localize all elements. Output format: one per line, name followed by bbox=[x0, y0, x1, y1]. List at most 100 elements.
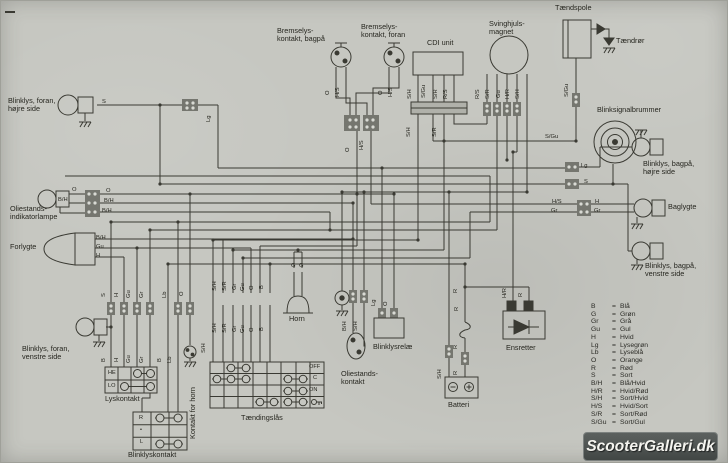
label-svinghjulsmagnet: Svinghjuls- magnet bbox=[489, 19, 525, 36]
label-blinklys-bagpaa-hojre: Blinklys, bagpå, højre side bbox=[643, 159, 695, 176]
legend-code: S bbox=[591, 372, 596, 380]
wire-label: H/S bbox=[335, 87, 341, 97]
legend-code: Lg bbox=[591, 341, 599, 349]
ring-terminal-icon bbox=[183, 345, 197, 359]
wire-label: Lg bbox=[206, 115, 212, 122]
legend-color-name: Orange bbox=[620, 356, 643, 364]
legend-color-name: Hvid bbox=[620, 333, 634, 341]
legend-entry: O = Orange bbox=[591, 357, 648, 365]
wire-label: B/H bbox=[104, 198, 114, 204]
legend-separator: = bbox=[612, 380, 616, 388]
legend-color-name: Sort/Gul bbox=[620, 418, 645, 426]
wire-label: S/H bbox=[406, 127, 412, 137]
headlight-icon bbox=[43, 232, 96, 266]
wire-label: H bbox=[114, 357, 120, 362]
legend-entry: G=Grøn bbox=[591, 311, 648, 319]
legend-entry: S/Gu=Sort/Gul bbox=[591, 419, 648, 427]
legend-separator: = bbox=[612, 372, 616, 380]
switch-position-label: ON bbox=[309, 387, 318, 393]
wire-label: S/Gu bbox=[564, 83, 570, 97]
wire-label: S bbox=[584, 179, 588, 185]
wire-label: H/R bbox=[502, 288, 508, 298]
legend-color-name: Blå bbox=[620, 303, 630, 310]
label-bremselys-bagpaa: Bremselys- kontakt, bagpå bbox=[277, 26, 325, 43]
switch-position-label: OFF bbox=[309, 364, 321, 370]
brake-switch-rear-icon bbox=[330, 42, 352, 68]
legend-code: H/S bbox=[591, 403, 603, 411]
wire-label: R bbox=[454, 306, 460, 311]
legend-entry: Gu=Gul bbox=[591, 326, 648, 334]
turn-signal-rear-left-icon bbox=[631, 241, 664, 261]
wire-label: Gu bbox=[126, 355, 132, 363]
legend-entry: B/H=Blå/Hvid bbox=[591, 380, 648, 388]
wire-label: O bbox=[383, 301, 389, 306]
wire-label: R bbox=[453, 344, 459, 349]
legend-color-name: Sort/Hvid bbox=[620, 395, 648, 403]
legend-separator: = bbox=[612, 403, 616, 411]
wire-label: S/H bbox=[515, 89, 521, 99]
ground-symbols bbox=[79, 47, 648, 368]
label-blinklys-bagpaa-venstre: Blinklys, bagpå, venstre side bbox=[645, 261, 697, 278]
label-bremselys-foran: Bremselys- kontakt, foran bbox=[361, 22, 406, 39]
legend-code: Gu bbox=[591, 326, 601, 334]
connectors bbox=[85, 93, 591, 365]
legend-separator: = bbox=[612, 349, 616, 357]
rectifier-icon bbox=[502, 300, 546, 340]
wire-label: Lg bbox=[371, 299, 377, 306]
wire-label: S/H bbox=[212, 323, 218, 333]
turn-signal-rear-right-icon bbox=[631, 137, 664, 157]
label-blinklysrelae: Blinklysrelæ bbox=[373, 342, 413, 351]
legend-entry: Lb=Lyseblå bbox=[591, 349, 648, 357]
legend-entry: B=Blå bbox=[591, 303, 648, 311]
spark-plug-icon bbox=[596, 23, 615, 46]
wire-label: S/H bbox=[437, 369, 443, 379]
junction-dots bbox=[109, 103, 615, 329]
label-forlygte: Forlygte bbox=[10, 242, 37, 251]
legend-separator: = bbox=[612, 364, 616, 372]
ignition-coil-box bbox=[562, 19, 592, 59]
wire-label: S/R bbox=[433, 89, 439, 99]
wire-label: R/S bbox=[475, 89, 481, 99]
switch-position-label: C bbox=[313, 375, 318, 381]
wire-label: H bbox=[96, 253, 101, 259]
wire-label: O bbox=[378, 90, 384, 95]
legend-separator: = bbox=[612, 410, 616, 418]
fuse-icon bbox=[459, 321, 471, 339]
wire-label: Gu bbox=[240, 325, 246, 333]
legend-separator: = bbox=[612, 356, 616, 364]
legend-entry: Gr=Grå bbox=[591, 318, 648, 326]
legend-separator: = bbox=[612, 310, 616, 318]
ground-terminal-icon bbox=[334, 290, 350, 306]
wire-label: B/H bbox=[102, 208, 112, 214]
legend-code: B bbox=[591, 303, 596, 310]
taendingslaas-table bbox=[209, 361, 325, 409]
legend-entry: H/S=Hvid/Sort bbox=[591, 403, 648, 411]
wire-label: H bbox=[595, 199, 600, 205]
wire-label: O bbox=[106, 188, 111, 194]
label-ensretter: Ensretter bbox=[506, 343, 536, 352]
wire-label: S bbox=[102, 99, 106, 105]
wire-label: Gu bbox=[240, 283, 246, 291]
flywheel-magnet-icon bbox=[489, 35, 529, 75]
wire-label: O bbox=[249, 327, 255, 332]
label-baglygte: Baglygte bbox=[668, 202, 697, 211]
oil-level-switch-icon bbox=[346, 332, 366, 360]
watermark-badge: ScooterGalleri.dk bbox=[583, 432, 718, 461]
wire-label: B bbox=[157, 358, 163, 362]
wire-label: Gr bbox=[139, 356, 145, 363]
legend-code: O bbox=[591, 356, 597, 364]
legend-color-name: Gul bbox=[620, 326, 631, 334]
wire-label: S/H bbox=[353, 321, 359, 331]
wire-label: Gr bbox=[232, 283, 238, 290]
buzzer-icon bbox=[593, 120, 637, 164]
legend-entry: S/H=Sort/Hvid bbox=[591, 395, 648, 403]
legend-color-name: Grå bbox=[620, 318, 632, 326]
legend-entry: S/R=Sort/Rød bbox=[591, 411, 648, 419]
wire-label: H/R bbox=[505, 89, 511, 99]
legend-color-name: Rød bbox=[620, 364, 633, 372]
legend-code: S/Gu bbox=[591, 418, 607, 426]
legend-entry: Lg=Lysegrøn bbox=[591, 342, 648, 350]
wire-label: H/S bbox=[552, 199, 562, 205]
switch-position-label: L bbox=[140, 439, 144, 445]
